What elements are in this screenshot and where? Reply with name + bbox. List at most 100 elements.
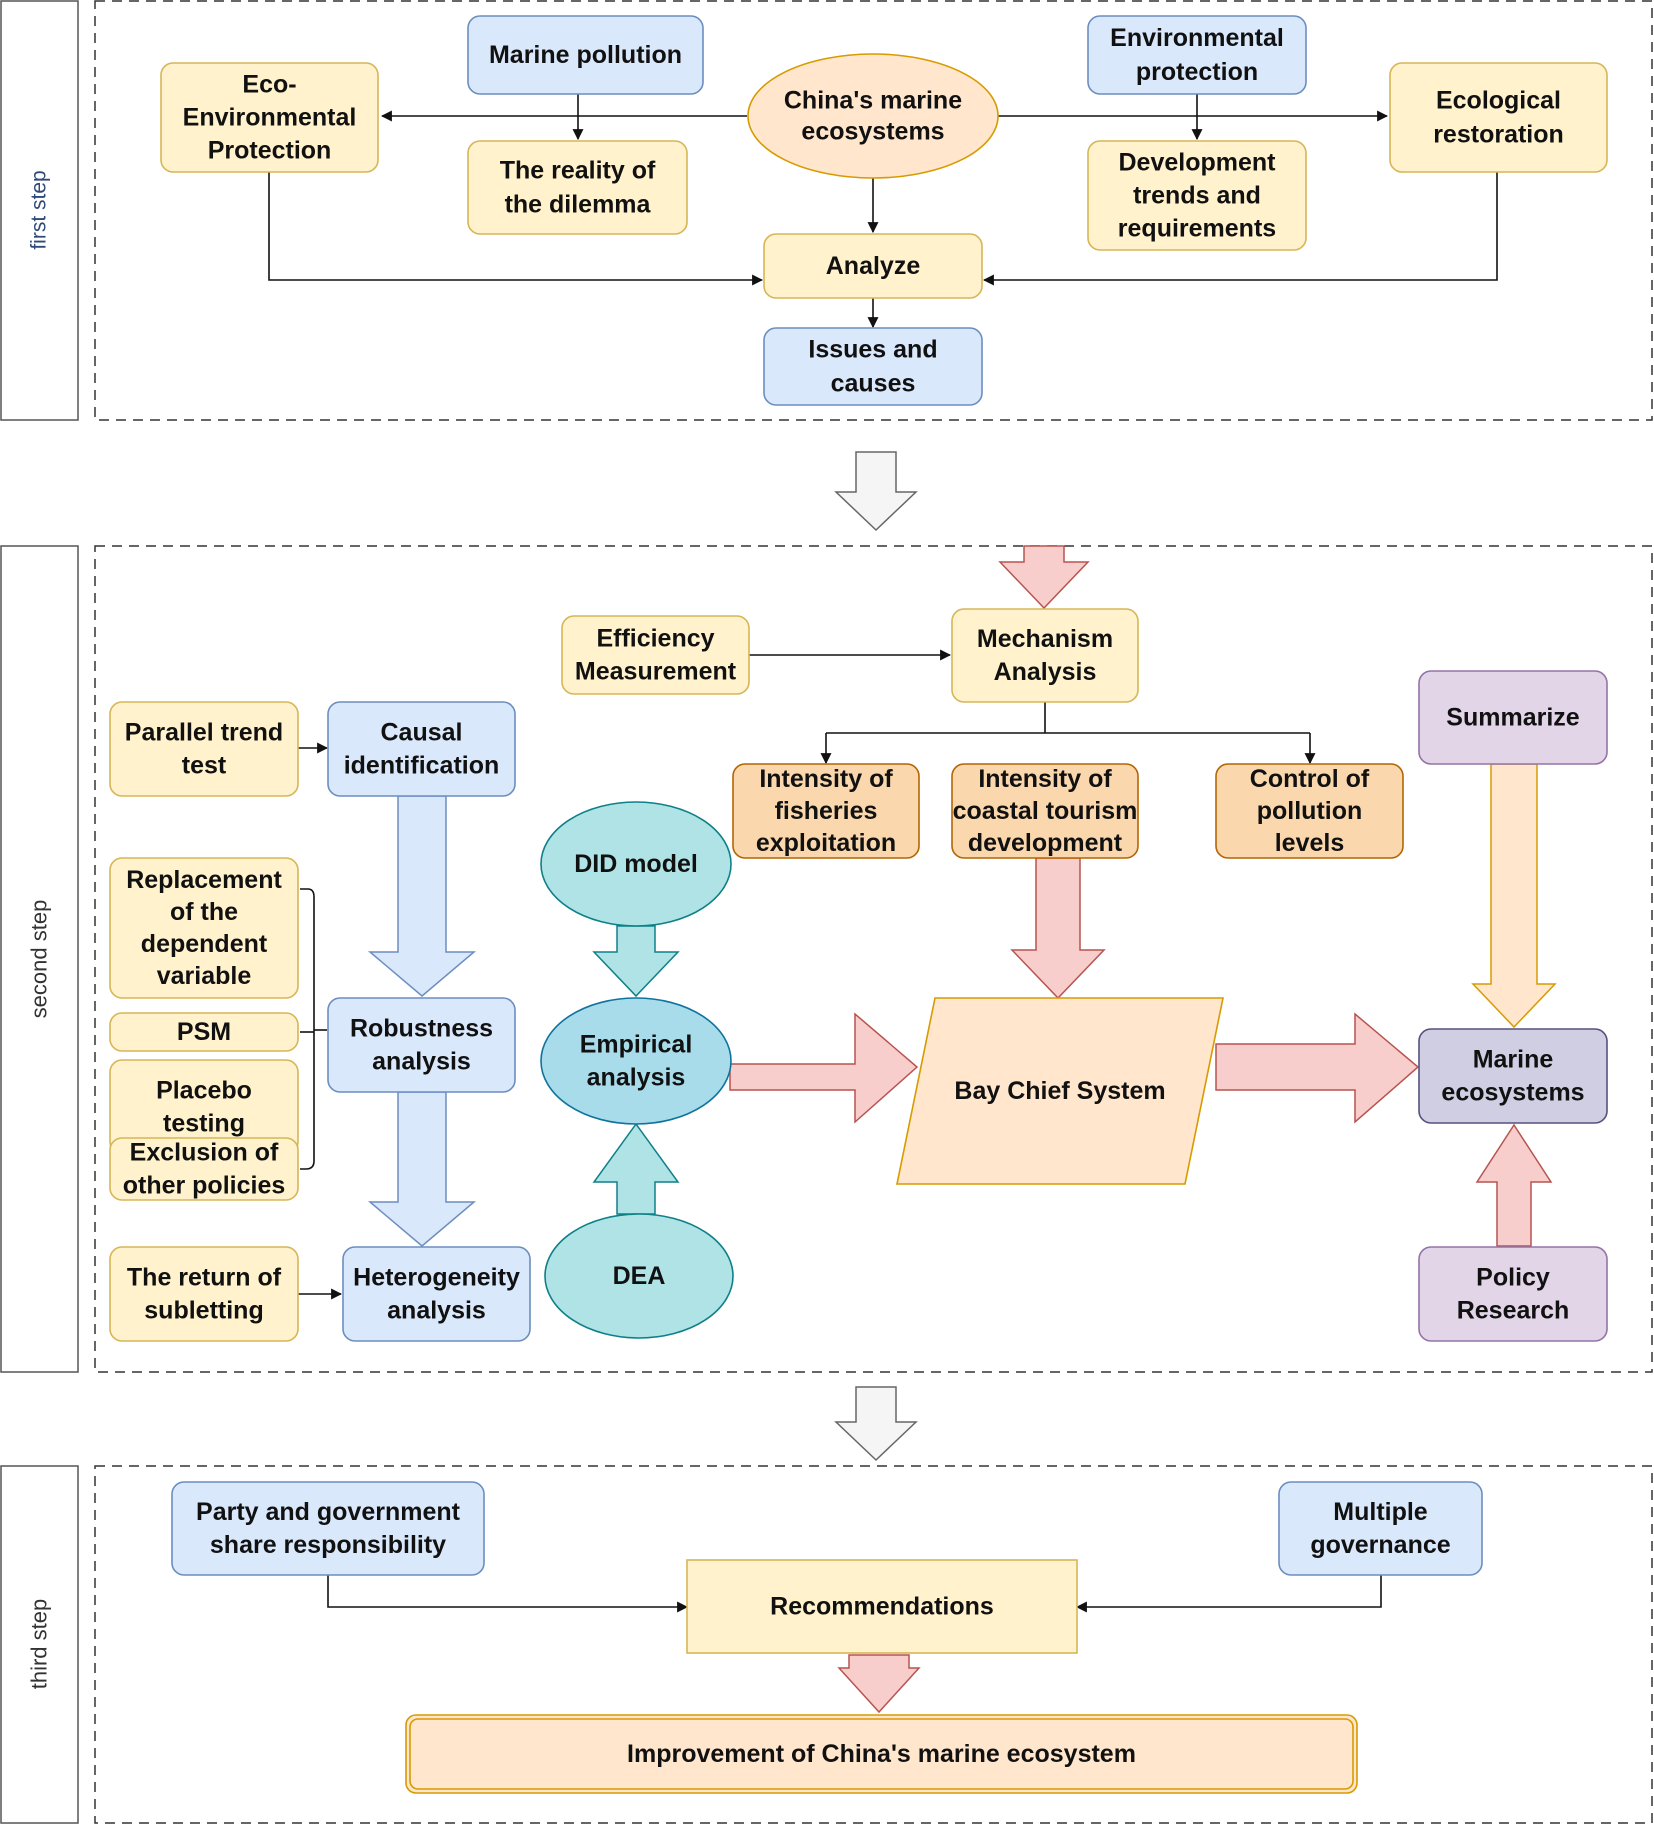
node-label-line: share responsibility	[210, 1531, 446, 1559]
node-label-line: exploitation	[756, 829, 896, 857]
did-model-ellipse: DID model	[540, 801, 732, 927]
node-label-line: Causal	[381, 719, 463, 747]
step-label-box	[0, 545, 79, 1373]
blue-arrow-robustness-to-heterogeneity	[367, 1091, 477, 1247]
node-label-line: restoration	[1433, 121, 1564, 149]
node-label-line: ecosystems	[801, 118, 944, 146]
party-government-box: Party and government share responsibility	[171, 1481, 485, 1576]
node-label-line: trends and	[1133, 182, 1261, 210]
reality-dilemma-box: The reality of the dilemma	[467, 140, 688, 235]
node-label-line: coastal tourism	[953, 797, 1138, 825]
node-label-line: Marine pollution	[489, 41, 682, 69]
node-label-line: Replacement	[126, 866, 282, 894]
pink-arrow-into-mechanism	[998, 545, 1090, 610]
node-shape	[732, 763, 920, 859]
node-label-line: Bay Chief System	[954, 1077, 1165, 1105]
node-label-line: DEA	[613, 1262, 666, 1290]
node-shape	[1087, 15, 1307, 95]
step-three-label: third step	[27, 1599, 52, 1690]
teal-arrow-did-to-empirical	[592, 925, 680, 998]
step-one-panel: first step	[0, 0, 1653, 421]
step-three-dashed-frame	[94, 1465, 1653, 1824]
node-shape	[1278, 1481, 1483, 1576]
node-label-line: Mechanism	[977, 625, 1113, 653]
transition-arrow-down	[834, 1386, 918, 1462]
node-label-line: Research	[1457, 1297, 1570, 1325]
node-label-line: Parallel trend	[125, 719, 283, 747]
ecological-restoration-box: Ecological restoration	[1389, 62, 1608, 173]
step-two-dashed-frame	[94, 545, 1653, 1373]
node-shape	[951, 608, 1139, 703]
step-one-label: first step	[28, 170, 51, 249]
node-label-line: the dilemma	[505, 191, 652, 219]
node-label-line: Development	[1119, 149, 1277, 177]
node-label-line: Summarize	[1446, 704, 1579, 732]
node-label-line: Improvement of China's marine ecosystem	[627, 1740, 1136, 1768]
connector-line	[982, 172, 1498, 286]
node-label-line: Heterogeneity	[353, 1264, 520, 1292]
node-label-line: Analyze	[826, 252, 921, 280]
step-two-label: second step	[27, 900, 52, 1019]
psm-box: PSM	[109, 1012, 299, 1052]
step-one-dashed-frame	[94, 0, 1653, 421]
marine-pollution-box: Marine pollution	[467, 15, 704, 95]
node-shape	[109, 701, 299, 797]
node-shape	[540, 801, 732, 927]
node-label-line: Eco-	[242, 71, 296, 99]
peach-arrow-summarize-to-marine	[1471, 763, 1557, 1029]
node-label-line: analysis	[587, 1064, 686, 1092]
multiple-governance-box: Multiple governance	[1278, 1481, 1483, 1576]
node-label-line: Party and government	[196, 1498, 461, 1526]
teal-arrow-dea-to-empirical	[592, 1122, 680, 1215]
connectors	[268, 94, 1498, 1613]
node-shape	[561, 615, 750, 695]
node-label-line: Issues and	[808, 336, 937, 364]
summarize-box: Summarize	[1418, 670, 1608, 765]
node-shape	[540, 997, 732, 1125]
node-label-line: China's marine	[784, 87, 962, 115]
pink-arrow-bay-chief-to-marine	[1215, 1012, 1420, 1124]
node-label-line: Exclusion of	[130, 1139, 279, 1167]
node-label-line: Control of	[1250, 765, 1370, 793]
connector-line	[1075, 1575, 1382, 1613]
connector-line	[268, 172, 764, 286]
node-label-line: testing	[163, 1110, 245, 1138]
node-shape	[327, 701, 516, 797]
node-label-line: protection	[1136, 58, 1258, 86]
node-label-line: Intensity of	[978, 765, 1112, 793]
blue-arrow-causal-to-robustness	[367, 795, 477, 997]
node-shape	[1389, 62, 1608, 173]
pink-arrow-empirical-to-bay-chief	[729, 1012, 919, 1124]
node-label-line: Empirical	[580, 1031, 693, 1059]
node-label-line: governance	[1310, 1531, 1450, 1559]
pink-arrow-recommendations-to-improvement	[837, 1654, 921, 1714]
pink-arrow-policy-to-marine	[1475, 1123, 1553, 1247]
node-shape	[171, 1481, 485, 1576]
node-label-line: Placebo	[156, 1077, 252, 1105]
node-shape	[896, 997, 1224, 1185]
step-label-box	[0, 0, 79, 421]
recommendations-box: Recommendations	[686, 1559, 1078, 1654]
node-shape	[160, 62, 379, 173]
node-label-line: The reality of	[500, 157, 656, 185]
analyze-box: Analyze	[763, 233, 983, 299]
node-label-line: Multiple	[1333, 1498, 1428, 1526]
node-label-line: Analysis	[994, 658, 1097, 686]
connector-line	[327, 1575, 689, 1613]
node-shape	[763, 327, 983, 406]
node-label-line: of the	[170, 898, 238, 926]
node-label-line: Ecological	[1436, 87, 1561, 115]
node-label-line: dependent	[141, 930, 268, 958]
node-shape	[763, 233, 983, 299]
